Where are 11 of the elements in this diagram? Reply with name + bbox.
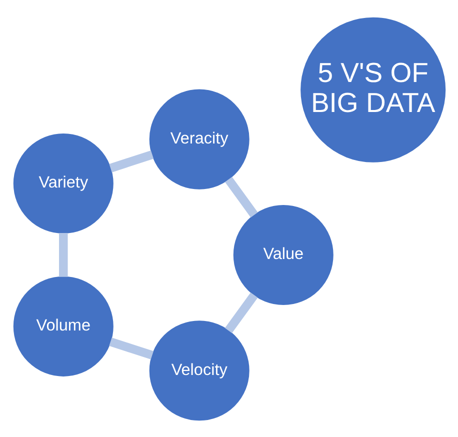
node-circle: Value bbox=[232, 204, 333, 304]
connector bbox=[58, 232, 68, 276]
connector bbox=[108, 337, 154, 359]
node-circle: 5 V'S OF BIG DATA bbox=[300, 16, 446, 162]
connector bbox=[224, 176, 258, 217]
connector bbox=[224, 292, 258, 333]
node-circle: Veracity bbox=[148, 88, 249, 189]
connector bbox=[108, 150, 154, 172]
node-circle: Velocity bbox=[148, 320, 249, 420]
node-circle: Volume bbox=[12, 276, 113, 376]
node-circle: Variety bbox=[12, 132, 113, 233]
